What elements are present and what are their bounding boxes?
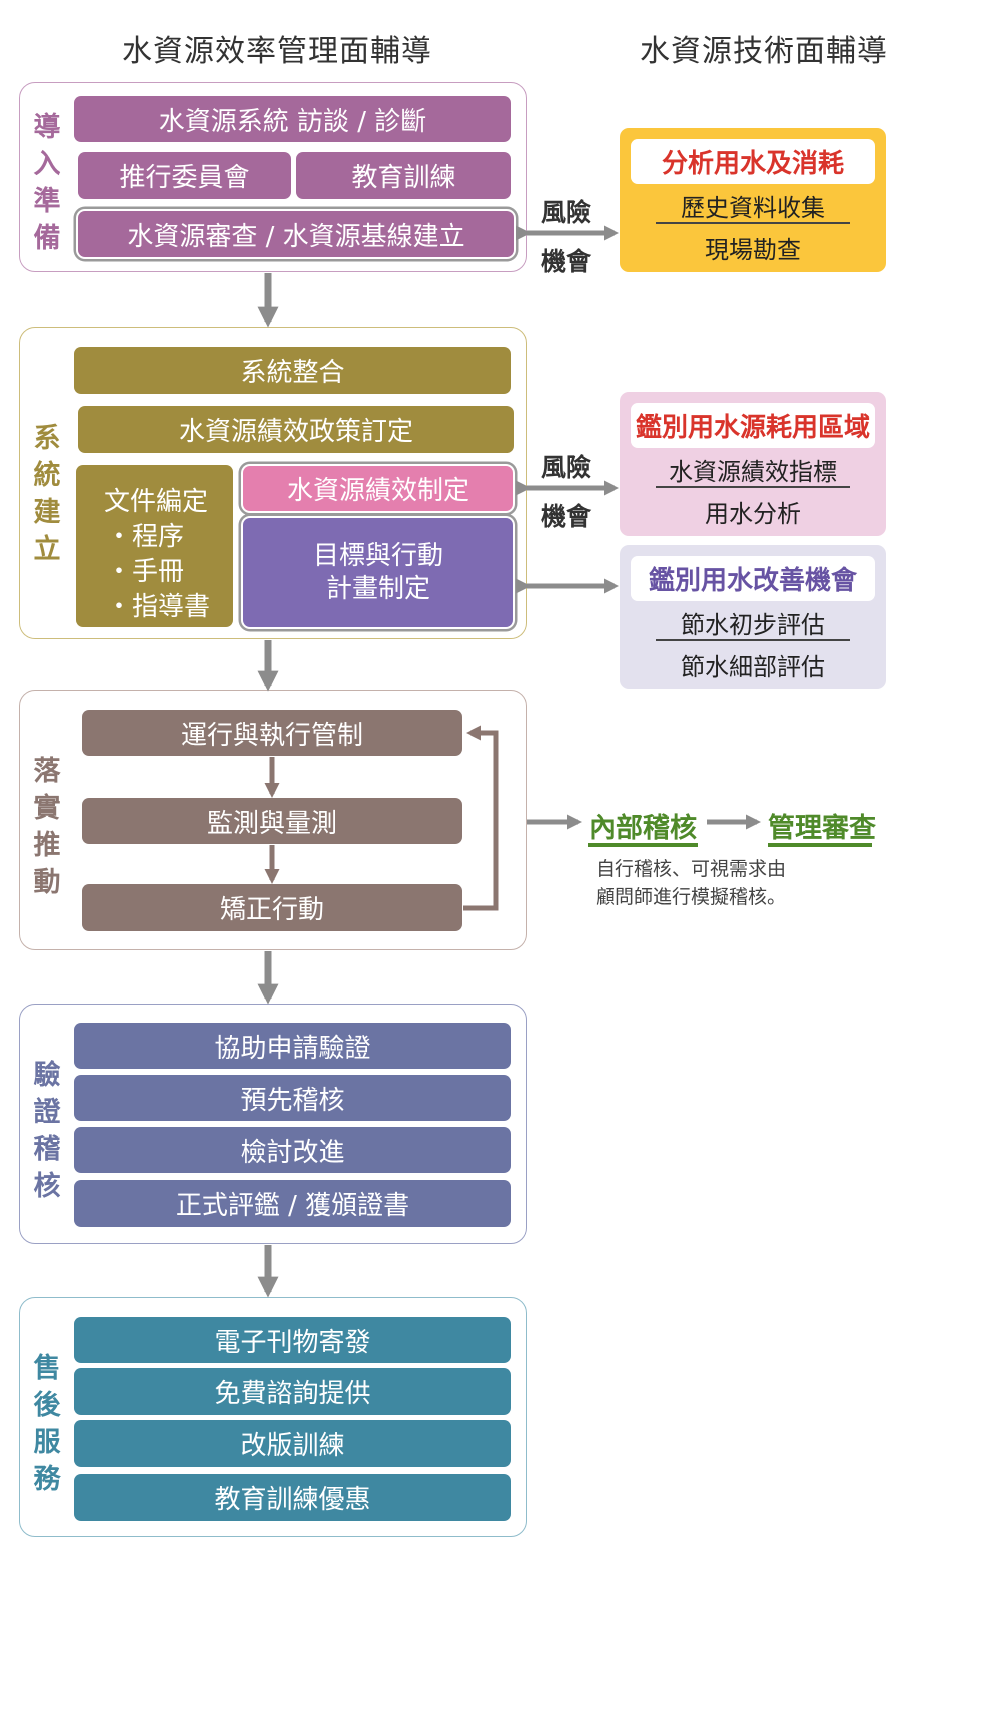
internal-audit-label: 內部稽核 bbox=[589, 813, 697, 844]
arrow-feedback-loop bbox=[463, 725, 499, 911]
revision-training-box: 改版訓練 bbox=[74, 1420, 511, 1467]
tech-card-analysis-item-2: 現場勘查 bbox=[705, 236, 801, 264]
formal-assessment-box: 正式評鑑 / 獲頒證書 bbox=[74, 1180, 511, 1227]
management-review-label: 管理審查 bbox=[768, 813, 876, 844]
performance-setting-box: 水資源績效制定 bbox=[243, 466, 513, 511]
document-compilation-box: 文件編定 ・程序 ・手冊 ・指導書 bbox=[76, 465, 233, 627]
tech-card-improvement-item-1: 節水初步評估 bbox=[681, 611, 825, 639]
operation-control-box: 運行與執行管制 bbox=[82, 710, 462, 756]
system-integration-box: 系統整合 bbox=[74, 347, 511, 394]
tech-card-improvement-item-2: 節水細部評估 bbox=[681, 653, 825, 681]
steering-committee-box: 推行委員會 bbox=[78, 152, 291, 199]
tech-card-consumption-title: 鑑別用水源耗用區域 bbox=[631, 403, 875, 448]
e-newsletter-box: 電子刊物寄發 bbox=[74, 1317, 511, 1363]
training-discount-box: 教育訓練優惠 bbox=[74, 1474, 511, 1521]
risk-label-2: 風險 bbox=[541, 453, 592, 482]
tech-card-analysis: 分析用水及消耗 歷史資料收集 現場勘查 bbox=[620, 128, 886, 272]
tech-card-analysis-title: 分析用水及消耗 bbox=[631, 139, 875, 184]
tech-card-consumption-divider bbox=[656, 486, 850, 488]
monitoring-measurement-box: 監測與量測 bbox=[82, 798, 462, 844]
stage-label-after-sales: 售後服務 bbox=[33, 1353, 61, 1495]
audit-note-line-2: 顧問師進行模擬稽核。 bbox=[596, 886, 787, 908]
management-review-underline bbox=[768, 843, 872, 847]
right-column-title: 水資源技術面輔導 bbox=[640, 34, 888, 69]
document-compilation-title: 文件編定 bbox=[104, 487, 209, 517]
stage-label-verification: 驗證稽核 bbox=[33, 1060, 61, 1202]
internal-audit-underline bbox=[588, 843, 698, 847]
tech-card-consumption-item-2: 用水分析 bbox=[705, 500, 801, 528]
stage-label-system-build: 系統建立 bbox=[33, 423, 61, 565]
tech-card-improvement-title: 鑑別用水改善機會 bbox=[631, 556, 875, 601]
risk-label-1: 風險 bbox=[541, 198, 592, 227]
plan-setting-line: 計畫制定 bbox=[325, 573, 430, 604]
doc-item-manual: ・手冊 bbox=[106, 557, 185, 587]
tech-card-improvement: 鑑別用水改善機會 節水初步評估 節水細部評估 bbox=[620, 545, 886, 689]
interview-diagnosis-box: 水資源系統 訪談 / 診斷 bbox=[74, 96, 511, 142]
doc-item-procedure: ・程序 bbox=[106, 522, 185, 552]
corrective-action-box: 矯正行動 bbox=[82, 884, 462, 931]
tech-card-consumption-item-1: 水資源績效指標 bbox=[669, 458, 837, 486]
objectives-action-line: 目標與行動 bbox=[312, 540, 443, 571]
objectives-action-plan-box: 目標與行動 計畫制定 bbox=[243, 518, 513, 627]
performance-policy-box: 水資源績效政策訂定 bbox=[78, 406, 514, 453]
opportunity-label-1: 機會 bbox=[541, 247, 592, 276]
stage-label-implementation: 落實推動 bbox=[33, 756, 61, 898]
tech-card-analysis-item-1: 歷史資料收集 bbox=[681, 194, 825, 222]
apply-certification-box: 協助申請驗證 bbox=[74, 1023, 511, 1069]
free-consulting-box: 免費諮詢提供 bbox=[74, 1368, 511, 1415]
tech-card-analysis-divider bbox=[656, 222, 850, 224]
left-column-title: 水資源效率管理面輔導 bbox=[122, 34, 432, 69]
audit-note-line-1: 自行稽核、可視需求由 bbox=[596, 858, 787, 880]
opportunity-label-2: 機會 bbox=[541, 502, 592, 531]
review-improve-box: 檢討改進 bbox=[74, 1127, 511, 1173]
tech-card-consumption-area: 鑑別用水源耗用區域 水資源績效指標 用水分析 bbox=[620, 392, 886, 536]
water-review-baseline-box: 水資源審查 / 水資源基線建立 bbox=[78, 211, 514, 257]
education-training-box: 教育訓練 bbox=[296, 152, 511, 199]
doc-item-guide: ・指導書 bbox=[106, 592, 211, 622]
stage-label-preparation: 導入準備 bbox=[33, 112, 61, 254]
tech-card-improvement-divider bbox=[656, 639, 850, 641]
pre-audit-box: 預先稽核 bbox=[74, 1075, 511, 1121]
